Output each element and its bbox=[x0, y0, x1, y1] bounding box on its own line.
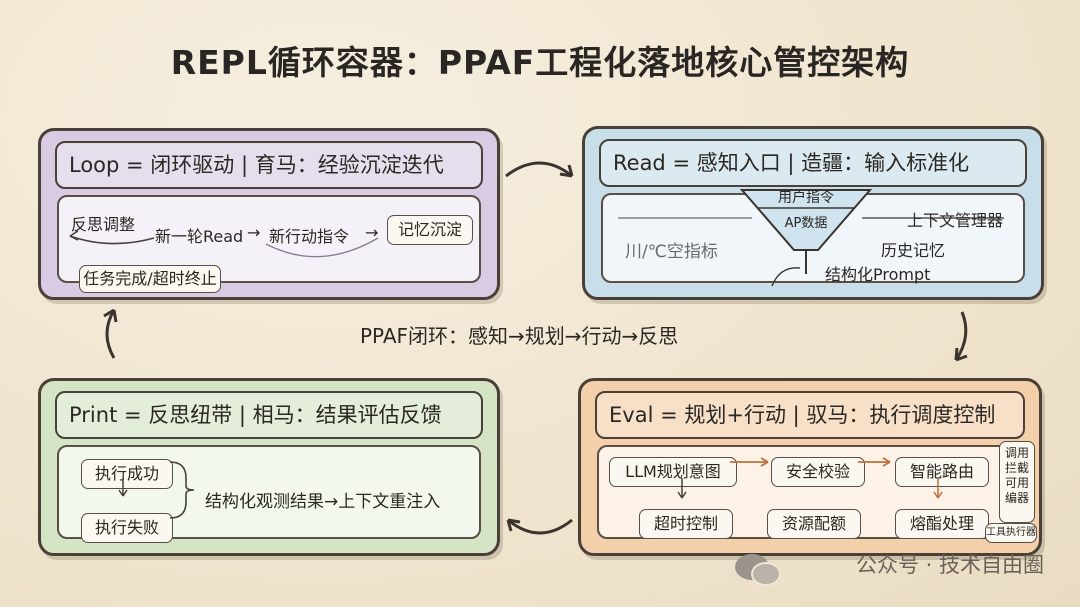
cycle-arrow-right bbox=[954, 311, 968, 361]
smart-routing-box: 智能路由 bbox=[895, 457, 989, 487]
funnel-shape bbox=[739, 189, 873, 251]
side-item-1: 调用拦截 bbox=[1004, 446, 1029, 475]
funnel-ap-data: AP数据 bbox=[785, 216, 828, 231]
success-box: 执行成功 bbox=[81, 459, 173, 489]
reflect-label: 反思调整 bbox=[71, 215, 136, 234]
center-cycle-label: PPAF闭环：感知→规划→行动→反思 bbox=[360, 324, 679, 348]
resource-quota-box: 资源配额 bbox=[767, 509, 861, 539]
llm-plan-box: LLM规划意图 bbox=[609, 457, 737, 487]
page-title: REPL循环容器：PPAF工程化落地核心管控架构 bbox=[170, 43, 910, 82]
funnel-user-cmd: 用户指令 bbox=[778, 189, 834, 206]
loop-panel: Loop = 闭环驱动 | 育马：经验沉淀迭代 反思调整 新一轮Read → 新… bbox=[38, 128, 500, 300]
history-label: 历史记忆 bbox=[881, 241, 946, 260]
cycle-arrow-bottom-head bbox=[506, 518, 521, 532]
reflect-loop-arrow bbox=[69, 235, 155, 245]
loop-arrow-1: → bbox=[247, 223, 261, 242]
side-item-2: 可用编器 bbox=[1004, 476, 1029, 505]
memory-box: 记忆沉淀 bbox=[387, 215, 473, 245]
eval-arrow-2 bbox=[858, 457, 891, 467]
tool-executor-box: 工具执行器 bbox=[985, 523, 1037, 543]
print-brace bbox=[169, 461, 195, 519]
print-panel-body: 执行成功 执行失败 结构化观测结果→上下文重注入 bbox=[57, 445, 481, 543]
reflect-loop-arrowhead bbox=[69, 230, 79, 241]
eval-panel-header: Eval = 规划+行动 | 驭马：执行调度控制 bbox=[595, 391, 1025, 439]
cycle-arrow-right-head bbox=[954, 347, 968, 362]
print-panel: Print = 反思纽带 | 相马：结果评估反馈 执行成功 执行失败 结构化观测… bbox=[38, 378, 500, 556]
fuse-handling-box: 熔酯处理 bbox=[895, 509, 989, 539]
structured-prompt-label: 结构化Prompt bbox=[825, 265, 931, 284]
timeout-control-box: 超时控制 bbox=[639, 509, 733, 539]
cycle-arrow-left bbox=[105, 309, 116, 359]
cycle-arrow-bottom bbox=[507, 518, 573, 535]
loop-panel-body: 反思调整 新一轮Read → 新行动指令 → 记忆沉淀 任务完成/超时终止 bbox=[57, 195, 481, 293]
action-return-curve bbox=[265, 237, 379, 258]
cycle-arrow-top bbox=[505, 161, 573, 178]
new-action-label: 新行动指令 bbox=[269, 227, 350, 246]
safety-check-box: 安全校验 bbox=[771, 457, 865, 487]
terminate-box: 任务完成/超时终止 bbox=[79, 265, 221, 293]
footer-watermark: 公众号 · 技术自由圈 bbox=[855, 553, 1044, 577]
print-arrow-down bbox=[118, 478, 128, 497]
failure-box: 执行失败 bbox=[81, 513, 173, 543]
cycle-arrow-top-head bbox=[559, 164, 574, 178]
eval-arrow-down-1 bbox=[677, 478, 687, 499]
loop-panel-header: Loop = 闭环驱动 | 育马：经验沉淀迭代 bbox=[55, 141, 483, 189]
print-panel-header: Print = 反思纽带 | 相马：结果评估反馈 bbox=[55, 391, 483, 439]
read-panel-header: Read = 感知入口 | 造疆：输入标准化 bbox=[599, 139, 1027, 187]
new-read-label: 新一轮Read bbox=[155, 227, 244, 246]
cycle-arrow-left-head bbox=[103, 308, 118, 323]
env-metrics-label: 川/℃空指标 bbox=[625, 242, 718, 262]
eval-arrow-down-2 bbox=[933, 478, 943, 499]
ctx-manager-label: 上下文管理器 bbox=[907, 211, 1004, 230]
eval-arrow-1 bbox=[730, 457, 769, 467]
eval-panel: Eval = 规划+行动 | 驭马：执行调度控制 LLM规划意图 安全校验 智能… bbox=[578, 378, 1042, 556]
structured-result-label: 结构化观测结果→上下文重注入 bbox=[205, 492, 441, 512]
eval-panel-body: LLM规划意图 安全校验 智能路由 超时控制 资源配额 熔酯处理 bbox=[597, 445, 1023, 539]
prompt-curve-arrow bbox=[771, 267, 801, 287]
wechat-icon bbox=[735, 554, 781, 586]
loop-arrow-2: → bbox=[365, 223, 379, 242]
interceptor-stack: 调用拦截 可用编器 bbox=[999, 441, 1035, 523]
